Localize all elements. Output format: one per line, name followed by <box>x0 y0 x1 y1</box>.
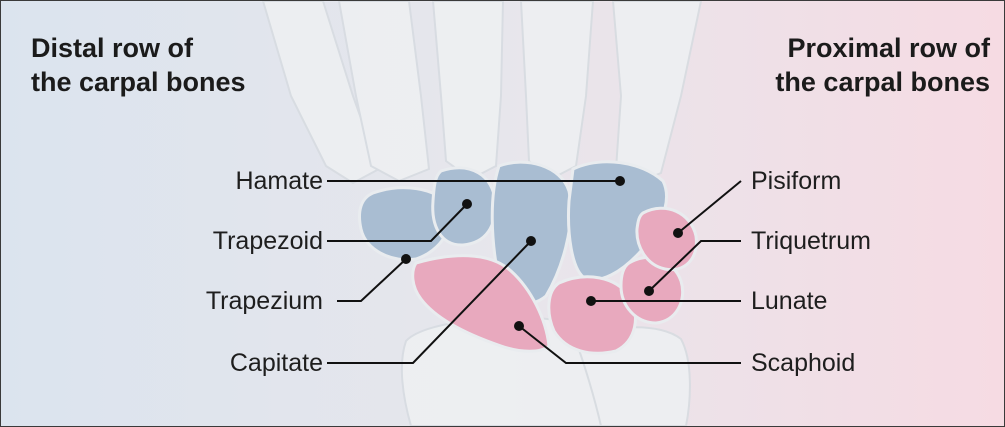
trapezoid-label: Trapezoid <box>213 226 323 256</box>
capitate-label: Capitate <box>230 348 323 378</box>
trapezoid-dot <box>462 199 472 209</box>
trapezium-label: Trapezium <box>206 286 323 316</box>
triquetrum-dot <box>644 286 654 296</box>
scaphoid-dot <box>514 321 524 331</box>
triquetrum-label: Triquetrum <box>751 226 871 256</box>
hamate-label: Hamate <box>235 166 323 196</box>
lunate-label: Lunate <box>751 286 827 316</box>
pisiform-dot <box>673 228 683 238</box>
hamate-dot <box>615 176 625 186</box>
proximal-row-heading-line-2: the carpal bones <box>775 65 990 99</box>
distal-row-heading-line-1: Distal row of <box>31 31 246 65</box>
scaphoid-label: Scaphoid <box>751 348 855 378</box>
distal-row-heading-line-2: the carpal bones <box>31 65 246 99</box>
pisiform-label: Pisiform <box>751 166 841 196</box>
lunate-dot <box>586 296 596 306</box>
distal-row-heading: Distal row of the carpal bones <box>31 31 246 99</box>
proximal-row-heading-line-1: Proximal row of <box>775 31 990 65</box>
capitate-dot <box>526 236 536 246</box>
proximal-row-heading: Proximal row of the carpal bones <box>775 31 990 99</box>
trapezium-dot <box>401 254 411 264</box>
